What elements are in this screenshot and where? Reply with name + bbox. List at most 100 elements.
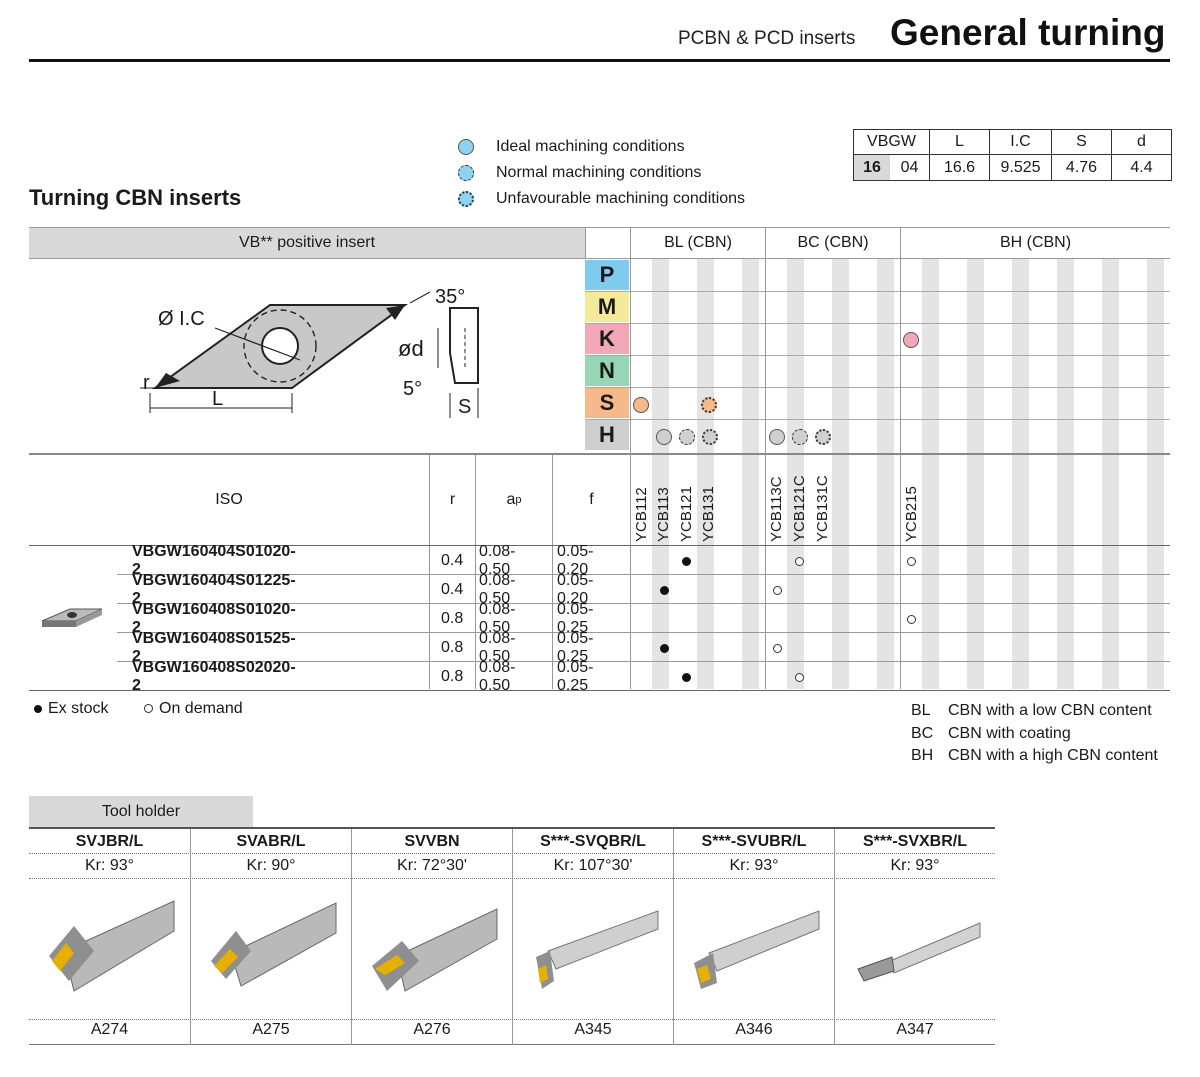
row-r: 0.4: [441, 580, 464, 598]
abbr-text: CBN with a low CBN content: [948, 702, 1152, 719]
on-demand-icon: [795, 673, 804, 682]
bl-s-ideal-icon: [633, 397, 649, 413]
abbr-code: BH: [911, 747, 934, 764]
ex-stock-legend: Ex stock: [34, 700, 108, 718]
tool-name: S***-SVUBR/L: [701, 833, 807, 850]
on-demand-icon: [773, 586, 782, 595]
grid-line: [29, 545, 1170, 546]
row-iso: VBGW160404S01020-2: [132, 542, 296, 578]
material-s: S: [585, 388, 629, 419]
legend-normal: Normal machining conditions: [496, 164, 702, 181]
tool-code: A274: [90, 1021, 129, 1038]
dim-value: 4.4: [1111, 154, 1172, 181]
abbr-text: CBN with a high CBN content: [948, 747, 1158, 764]
material-header-blank: [585, 227, 630, 259]
row-f: 0.05-0.25: [557, 629, 594, 665]
iso-header: ISO: [215, 491, 243, 508]
on-demand-text: On demand: [159, 700, 243, 717]
legend-ideal: Ideal machining conditions: [496, 138, 685, 155]
dim-size-rest: 04: [900, 158, 919, 176]
ic-circle: [243, 309, 317, 383]
conditions-legend: Ideal machining conditions Normal machin…: [458, 134, 745, 212]
normal-condition-icon: [458, 165, 474, 181]
dim-header: VBGW: [853, 129, 930, 155]
on-demand-icon: [773, 644, 782, 653]
abbr-text: CBN with coating: [948, 725, 1071, 742]
column-stripe: [1057, 259, 1074, 689]
insert-thumbnail: [41, 608, 103, 627]
dim-header: d: [1111, 129, 1172, 155]
grid-line: [585, 355, 1170, 356]
dim-value: 16.6: [929, 154, 990, 181]
abbr-bh: BH CBN with a high CBN content: [911, 747, 1158, 765]
tool-name: SVABR/L: [236, 833, 306, 850]
grid-line: [117, 603, 1170, 604]
tool-kr: Kr: 72°30': [397, 857, 467, 874]
tool-image: [211, 902, 337, 987]
material-m: M: [585, 292, 629, 323]
group-bh-header: BH (CBN): [900, 227, 1170, 259]
row-ap: 0.08-0.50: [479, 571, 516, 607]
dim-value: 4.76: [1051, 154, 1112, 181]
grade-ycb121: YCB121: [678, 486, 695, 542]
center-hole: [261, 327, 299, 365]
on-demand-legend: On demand: [144, 700, 243, 718]
tool-code: A276: [413, 1021, 451, 1038]
group-bc-header: BC (CBN): [765, 227, 900, 259]
material-p: P: [585, 260, 629, 291]
on-demand-icon: [907, 615, 916, 624]
tool-code: A346: [735, 1021, 773, 1038]
tool-kr: Kr: 93°: [729, 857, 779, 874]
grid-line: [117, 574, 1170, 575]
column-stripe: [877, 259, 894, 689]
row-ap: 0.08-0.50: [479, 542, 516, 578]
on-demand-icon: [907, 557, 916, 566]
angle-label: 35°: [435, 286, 466, 308]
tool-image: [536, 910, 659, 989]
clearance-label: 5°: [403, 378, 423, 400]
dim-header: L: [929, 129, 990, 155]
ap-header-main: a: [506, 491, 516, 508]
tool-holder-item: S***-SVUBR/L Kr: 93° A346: [673, 829, 834, 1045]
tool-image: [372, 908, 498, 992]
grid-line: [900, 227, 901, 689]
r-label: r: [143, 372, 150, 394]
grid-line: [117, 661, 1170, 662]
dim-value: 9.525: [989, 154, 1052, 181]
tool-name: SVJBR/L: [75, 833, 144, 850]
row-iso: VBGW160408S01020-2: [132, 600, 296, 636]
tool-name: S***-SVXBR/L: [862, 833, 968, 850]
tool-holder-item: SVVBN Kr: 72°30' A276: [351, 829, 512, 1045]
grid-line: [585, 419, 1170, 420]
bl-h-ideal-icon: [656, 429, 672, 445]
grid-line: [585, 387, 1170, 388]
angle-leader: [409, 291, 431, 304]
row-iso: VBGW160404S01225-2: [132, 571, 296, 607]
header-rule: [29, 59, 1170, 62]
column-stripe: [1102, 259, 1119, 689]
d-label: ød: [398, 336, 424, 361]
grid-line: [429, 455, 430, 689]
row-iso: VBGW160408S01525-2: [132, 629, 296, 665]
grid-line: [475, 455, 476, 689]
ex-stock-icon: [660, 586, 669, 595]
tool-holder-item: S***-SVQBR/L Kr: 107°30' A345: [512, 829, 673, 1045]
tool-holder-item: SVJBR/L Kr: 93° A274: [29, 829, 190, 1045]
tool-code: A347: [896, 1021, 934, 1038]
row-f: 0.05-0.25: [557, 600, 594, 636]
column-stripe: [832, 259, 849, 689]
row-ap: 0.08-0.50: [479, 629, 516, 665]
grid-line: [117, 632, 1170, 633]
ex-stock-icon: [682, 673, 691, 682]
grid-line: [585, 323, 1170, 324]
tool-kr: Kr: 90°: [246, 857, 296, 874]
tool-name: SVVBN: [404, 833, 460, 850]
group-bl-header: BL (CBN): [630, 227, 765, 259]
on-demand-icon: [795, 557, 804, 566]
grade-label: YCB113: [655, 460, 676, 542]
insert-header: VB** positive insert: [29, 227, 585, 259]
grade-label: YCB131C: [814, 460, 835, 542]
r-header: r: [449, 491, 456, 508]
